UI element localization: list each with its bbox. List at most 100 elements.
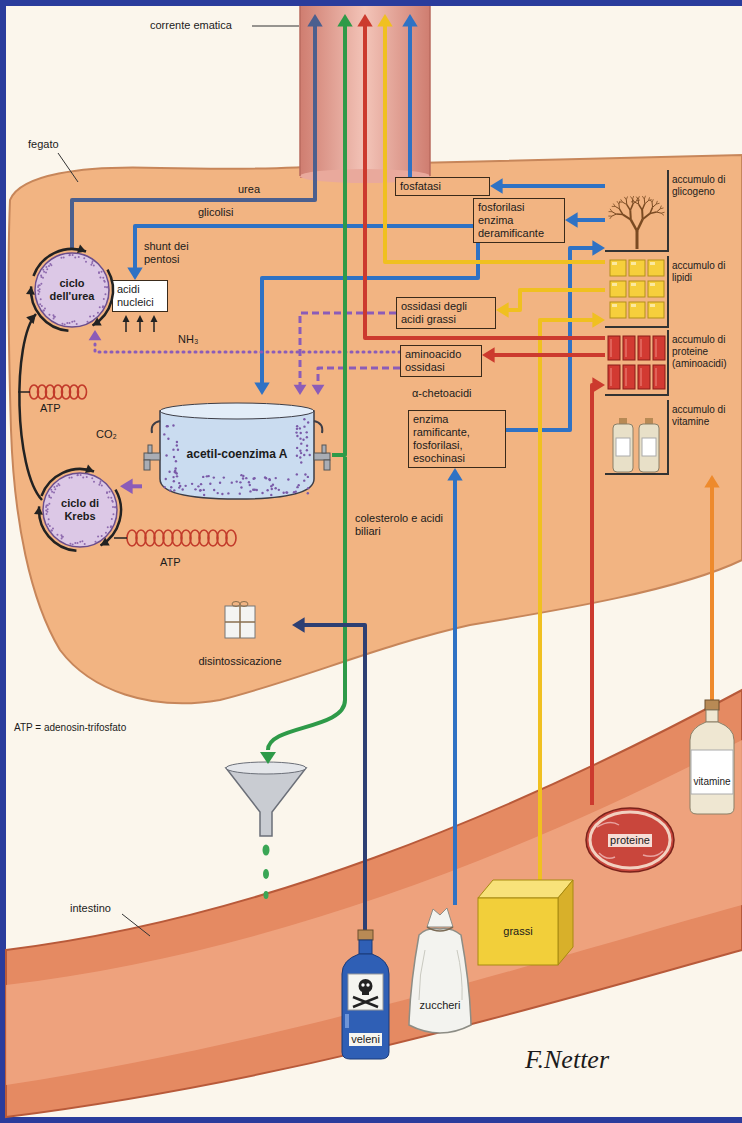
stipple-dot xyxy=(54,316,56,318)
label-text: shunt dei pentosi xyxy=(144,240,208,266)
glycogen-branch xyxy=(630,204,633,210)
stipple-dot xyxy=(213,489,215,491)
node-text: accumulo di glicogeno xyxy=(672,174,738,198)
stipple-dot xyxy=(68,477,70,479)
label-text: intestino xyxy=(70,902,111,915)
connector-line xyxy=(453,480,457,905)
arrow-head xyxy=(260,752,276,764)
glycogen-branch xyxy=(630,196,632,199)
glycogen-branch xyxy=(612,212,616,214)
sack-body xyxy=(409,929,471,1033)
stipple-dot xyxy=(52,314,54,316)
stipple-dot xyxy=(80,474,82,476)
glycogen-branch xyxy=(619,209,623,215)
connector-line xyxy=(540,320,593,880)
cycle-link xyxy=(19,314,42,500)
protein-block xyxy=(623,365,635,389)
stipple-dot xyxy=(101,484,103,486)
cycle-circle xyxy=(35,253,109,327)
glycogen-branch xyxy=(642,204,645,210)
arrow-head xyxy=(294,385,307,395)
lipid-cube xyxy=(610,260,626,276)
lipid-shine xyxy=(612,283,617,286)
stipple-dot xyxy=(61,323,63,325)
label-text: ATP xyxy=(40,402,61,415)
protein-block xyxy=(638,365,650,389)
stipple-dot xyxy=(300,452,302,454)
stipple-dot xyxy=(213,476,215,478)
stipple-dot xyxy=(40,298,42,300)
connector-line xyxy=(300,313,396,386)
stipple-dot xyxy=(53,486,55,488)
stipple-dot xyxy=(104,281,106,283)
stipple-dot xyxy=(209,483,211,485)
arrow-head xyxy=(592,377,605,392)
block-top xyxy=(478,880,573,898)
skull-jaw xyxy=(362,991,369,995)
stipple-dot xyxy=(168,471,170,473)
stipple-dot xyxy=(90,264,92,266)
stipple-dot xyxy=(99,482,101,484)
stipple-dot xyxy=(107,526,109,528)
stipple-dot xyxy=(306,449,308,451)
arrow-head xyxy=(85,465,94,474)
bottle-body xyxy=(690,722,734,814)
node-text: acidi nucleici xyxy=(117,283,163,309)
bile-drop xyxy=(264,891,269,899)
stipple-dot xyxy=(169,489,171,491)
glycogen-branch xyxy=(650,212,657,213)
stipple-dot xyxy=(89,316,91,318)
stipple-dot xyxy=(98,484,100,486)
flow-arrow xyxy=(592,377,605,805)
pot-handle xyxy=(152,421,160,433)
pot-handle xyxy=(314,421,322,433)
storage-shelf: accumulo di proteine (aminoacidi) xyxy=(605,330,738,396)
stipple-dot xyxy=(112,501,114,503)
stipple-dot xyxy=(296,447,298,449)
cycle-arrow xyxy=(41,469,94,496)
paper-ground xyxy=(6,6,742,1117)
stipple-dot xyxy=(199,489,201,491)
lipid-shine xyxy=(650,283,655,286)
stipple-dot xyxy=(302,439,304,441)
pot-body xyxy=(160,411,314,499)
stipple-dot xyxy=(268,478,270,480)
stipple-dot xyxy=(46,513,48,515)
lipid-cube xyxy=(629,260,645,276)
stipple-dot xyxy=(76,323,78,325)
stipple-dot xyxy=(223,476,225,478)
skull-eye xyxy=(366,983,369,986)
stipple-dot xyxy=(42,269,44,271)
flow-arrow xyxy=(490,178,605,193)
node-text: ciclo di Krebs xyxy=(52,497,108,523)
stipple-dot xyxy=(173,489,175,491)
stipple-dot xyxy=(114,506,116,508)
glycogen-branch xyxy=(626,196,627,199)
stipple-dot xyxy=(38,293,40,295)
stipple-dot xyxy=(165,454,167,456)
lipid-shine xyxy=(631,262,636,265)
stipple-dot xyxy=(309,454,311,456)
leader-line xyxy=(122,914,150,936)
protein-stripe xyxy=(641,339,642,357)
stipple-dot xyxy=(165,478,167,480)
node-text: acetil-coenzima A xyxy=(185,447,289,461)
product-box: acidi nucleici xyxy=(112,280,168,312)
bottle-neck xyxy=(359,940,372,954)
arrow-head xyxy=(490,178,503,193)
stipple-dot xyxy=(173,456,175,458)
stipple-dot xyxy=(296,435,298,437)
cycle-circle: ciclo dell'urea xyxy=(32,250,112,330)
lipid-cube xyxy=(629,302,645,318)
lipid-shine xyxy=(650,262,655,265)
glycogen-branch xyxy=(612,214,616,216)
lipid-cube xyxy=(648,281,664,297)
stipple-dot xyxy=(69,543,71,545)
node-text: grassi xyxy=(503,925,532,938)
stipple-dot xyxy=(106,492,108,494)
package-bow xyxy=(240,602,248,607)
lipid-cube xyxy=(610,281,626,297)
stipple-dot xyxy=(300,432,302,434)
stipple-dot xyxy=(306,431,308,433)
